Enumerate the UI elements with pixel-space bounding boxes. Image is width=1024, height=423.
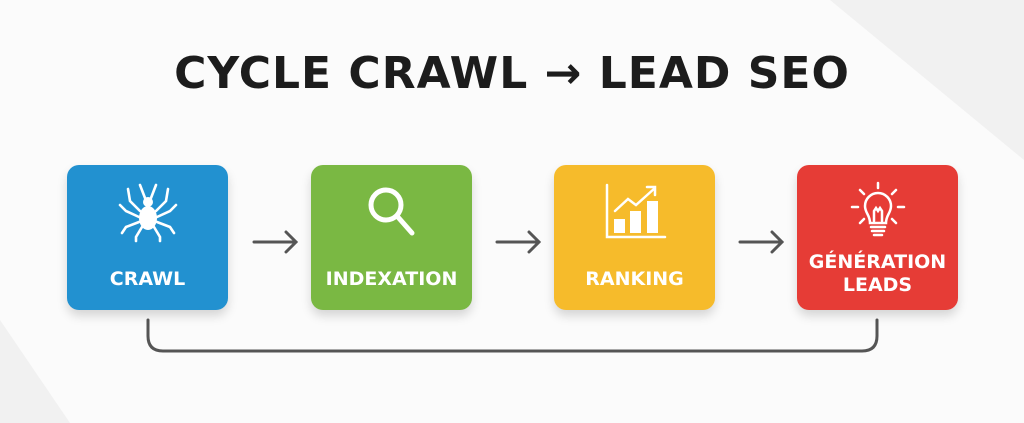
step-crawl: CRAWL — [67, 165, 228, 310]
growth-chart-icon — [605, 183, 666, 239]
arrow-right-icon — [252, 230, 299, 254]
diagram-title: CYCLE CRAWL → LEAD SEO — [174, 48, 850, 99]
spider-icon — [118, 183, 177, 243]
step-label: INDEXATION — [325, 268, 458, 290]
step-indexation: INDEXATION — [311, 165, 472, 310]
magnifier-icon — [368, 187, 414, 236]
step-label: CRAWL — [109, 268, 186, 290]
step-label: RANKING — [585, 268, 684, 290]
arrow-right-icon — [495, 230, 542, 254]
step-ranking: RANKING — [554, 165, 715, 310]
step-generation-leads: GÉNÉRATION LEADS — [797, 165, 958, 310]
lightbulb-icon — [850, 181, 905, 237]
step-label: GÉNÉRATION LEADS — [808, 251, 947, 296]
arrow-right-icon — [738, 230, 785, 254]
